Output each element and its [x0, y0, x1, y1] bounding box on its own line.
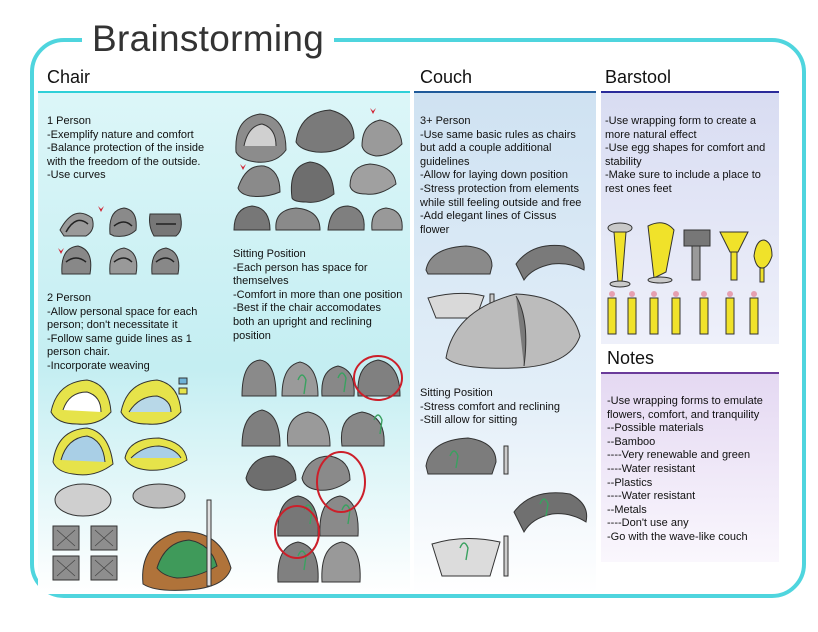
- text-line: person; don't necessitate it: [47, 319, 178, 332]
- page-frame: [30, 38, 806, 598]
- text-line: -Balance protection of the inside: [47, 142, 205, 155]
- text-line: rest ones feet: [605, 182, 672, 195]
- text-line: person chair.: [47, 346, 110, 359]
- text-line: more natural effect: [605, 128, 697, 141]
- barstool-rule: [601, 91, 779, 93]
- text-line: stability: [605, 155, 642, 168]
- chair-rule: [38, 91, 410, 93]
- text-line: ----Water resistant: [607, 490, 696, 503]
- text-line: -Use egg shapes for comfort and: [605, 142, 766, 155]
- text-line: -Go with the wave-like couch: [607, 530, 748, 543]
- text-line: flowers, comfort, and tranquility: [607, 408, 760, 421]
- two-person-title: 2 Person: [47, 292, 92, 304]
- text-line: --Bamboo: [607, 435, 656, 448]
- text-line: ----Very renewable and green: [607, 449, 751, 462]
- text-line: -Stress comfort and reclining: [420, 400, 560, 413]
- couch-three-person-text: 3+ Person -Use same basic rules as chair…: [420, 115, 600, 237]
- couch-sitting-title: Sitting Position: [420, 387, 493, 399]
- chair-form-sketches: [233, 108, 403, 231]
- text-line: -Make sure to include a place to: [605, 169, 761, 182]
- text-line: -Use same basic rules as chairs: [420, 128, 576, 141]
- text-line: -Stress protection from elements: [420, 182, 579, 195]
- barstool-heading: Barstool: [605, 67, 672, 87]
- text-line: position: [233, 329, 271, 342]
- barstool-sketches: [607, 222, 773, 335]
- one-person-chair-sketches: [58, 206, 182, 275]
- text-line: flower: [420, 223, 450, 236]
- text-line: -Allow for laying down position: [420, 169, 568, 182]
- couch-three-person-sketches: [425, 244, 585, 369]
- text-line: -Exemplify nature and comfort: [47, 128, 194, 141]
- text-line: --Metals: [607, 503, 647, 516]
- couch-sitting-text: Sitting Position -Stress comfort and rec…: [420, 387, 600, 428]
- chair-one-person-text: 1 Person -Exemplify nature and comfort -…: [47, 115, 237, 183]
- text-line: -Incorporate weaving: [47, 359, 150, 372]
- sitting-position-sketches: [241, 355, 403, 583]
- text-line: -Follow same guide lines as 1: [47, 332, 192, 345]
- text-line: -Use wrapping form to create a: [605, 115, 757, 127]
- one-person-title: 1 Person: [47, 115, 92, 127]
- chair-heading: Chair: [47, 67, 91, 87]
- text-line: -Each person has space for: [233, 261, 368, 274]
- text-line: while still feeling outside and free: [420, 196, 582, 209]
- page-title: Brainstorming: [82, 16, 335, 62]
- notes-panel: [601, 372, 779, 562]
- text-line: -Use wrapping forms to emulate: [607, 395, 763, 407]
- couch-rule: [414, 91, 596, 93]
- text-line: --Plastics: [607, 476, 653, 489]
- text-line: -Allow personal space for each: [47, 305, 198, 318]
- text-line: --Possible materials: [607, 422, 704, 435]
- text-line: but add a couple additional: [420, 142, 552, 155]
- chair-sitting-text: Sitting Position -Each person has space …: [233, 248, 413, 343]
- text-line: -Comfort in more than one position: [233, 288, 403, 301]
- couch-heading: Couch: [420, 67, 473, 87]
- text-line: guidelines: [420, 155, 470, 168]
- text-line: themselves: [233, 275, 289, 288]
- text-line: -Use curves: [47, 169, 106, 182]
- text-line: -Best if the chair accomodates: [233, 302, 381, 315]
- chair-two-person-text: 2 Person -Allow personal space for each …: [47, 292, 237, 374]
- text-line: both an upright and reclining: [233, 315, 372, 328]
- sitting-position-title: Sitting Position: [233, 248, 306, 260]
- notes-heading: Notes: [607, 348, 655, 368]
- text-line: ----Water resistant: [607, 462, 696, 475]
- two-person-chair-sketches: [50, 377, 232, 591]
- barstool-text: -Use wrapping form to create a more natu…: [605, 115, 777, 197]
- notes-rule: [601, 372, 779, 374]
- notes-text: -Use wrapping forms to emulate flowers, …: [607, 395, 779, 545]
- three-person-title: 3+ Person: [420, 115, 471, 127]
- couch-sitting-sketches: [425, 437, 588, 577]
- text-line: -Add elegant lines of Cissus: [420, 210, 557, 223]
- text-line: ----Don't use any: [607, 517, 689, 530]
- text-line: with the freedom of the outside.: [47, 155, 201, 168]
- text-line: -Still allow for sitting: [420, 414, 518, 427]
